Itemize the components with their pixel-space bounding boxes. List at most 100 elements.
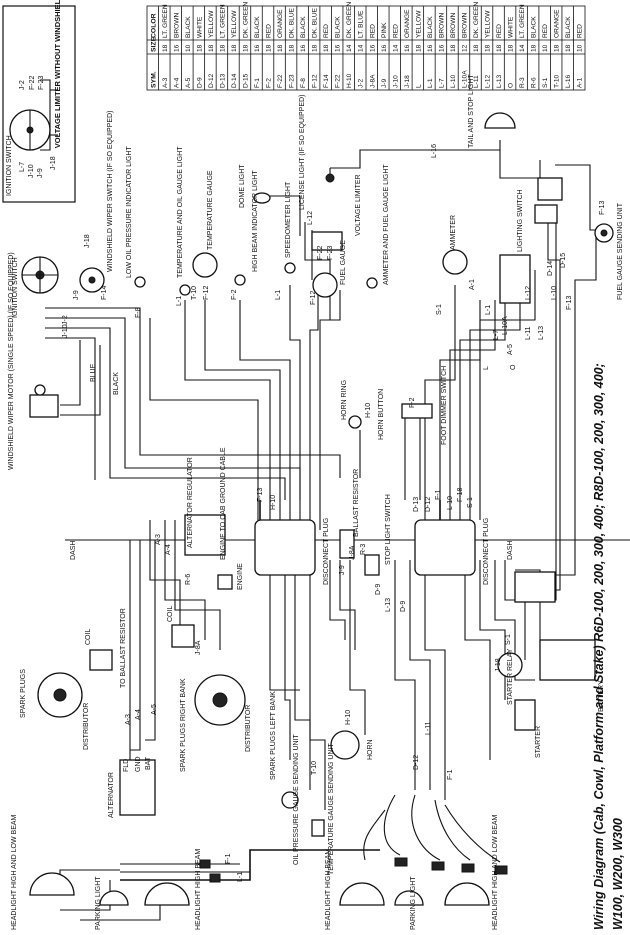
stop-light-switch [364, 554, 380, 576]
table-cell-size: 16 [335, 44, 342, 52]
label-high-beam: HIGH BEAM INDICATOR LIGHT [252, 170, 259, 272]
light-connector [209, 873, 221, 883]
wire-tags: J-2 J-10 J-9 J-18 F-14 F-8 L-1 T-10 F-12… [62, 144, 606, 882]
wire-tag: F-18 [457, 488, 464, 503]
wire-tag: J-2 [62, 315, 69, 325]
table-cell-size: 10 [542, 44, 549, 52]
wire-tag: S-1 [436, 304, 443, 315]
light-connector [431, 861, 445, 871]
wire-tag: L-12 [525, 286, 532, 300]
wire-tag: J-18 [84, 234, 91, 248]
table-cell-color: DK. BLUE [312, 7, 319, 38]
label-horn: HORN [367, 739, 374, 760]
table-header-color: COLOR [150, 13, 157, 38]
label-dash-right: DASH [507, 541, 514, 560]
wiring-paths [45, 140, 630, 921]
ammeter-fuel-light [366, 277, 378, 289]
wire-tag: F-14 [101, 286, 108, 301]
label-alternator: ALTERNATOR [108, 772, 115, 818]
wire-tag: L-10 [551, 286, 558, 300]
table-header-size: SIZE [150, 36, 157, 52]
wire-tag: R-3 [360, 544, 367, 555]
table-cell-color: WHITE [196, 16, 203, 38]
headlight-bottom-high-low [444, 882, 490, 906]
speedometer-light [284, 262, 296, 274]
label-fuel-sender: FUEL GAUGE SENDING UNIT [617, 202, 624, 300]
table-cell-sym: A-3 [162, 77, 169, 88]
wire-tag: L-16 [431, 144, 438, 158]
label-ammeter: AMMETER [450, 215, 457, 250]
table-cell-color: DK. GREEN [346, 1, 353, 38]
lighting-switch [499, 254, 531, 304]
label-blue: BLUE [90, 363, 97, 382]
wire-tag: O [510, 364, 517, 370]
label-disconnect-left: DISCONNECT PLUG [323, 518, 330, 585]
wire-tag: F-13 [599, 201, 606, 216]
fuel-gauge [312, 272, 338, 298]
light-connector [199, 859, 211, 869]
table-header-sym: SYM. [150, 71, 157, 88]
table-cell-sym: L-16 [565, 74, 572, 88]
table-cell-size: 18 [208, 44, 215, 52]
table-cell-color: RED [369, 24, 376, 38]
label-ignition-switch: IGNITION SWITCH [12, 257, 19, 318]
table-cell-sym: F-1 [254, 78, 261, 88]
table-cell-sym: A-5 [185, 77, 192, 88]
table-cell-sym: L-10 [450, 74, 457, 88]
label-headlight-top-high-low: HEADLIGHT HIGH AND LOW BEAM [11, 814, 18, 930]
table-cell-size: 12 [461, 44, 468, 52]
table-cell-size: 18 [219, 44, 226, 52]
table-cell-size: 16 [300, 44, 307, 52]
table-cell-sym: L-7 [438, 78, 445, 88]
label-wiper-switch: WINDSHIELD WIPER SWITCH (IF SO EQUIPPED) [107, 111, 114, 272]
wire-tag: L-1 [485, 305, 492, 315]
table-cell-size: 14 [519, 44, 526, 52]
label-temp-oil-light: TEMPERATURE AND OIL GAUGE LIGHT [177, 146, 184, 278]
wire-tag: J-8A [349, 545, 356, 560]
table-cell-size: 18 [289, 44, 296, 52]
wire-tag: F-12 [310, 291, 317, 306]
table-cell-color: DK. GREEN [473, 1, 480, 38]
table-cell-sym: S-1 [542, 77, 549, 88]
label-fuel-gauge: FUEL GAUGE [340, 240, 347, 285]
light-connector [494, 865, 508, 875]
temp-sender [311, 819, 325, 837]
table-cell-size: 18 [531, 44, 538, 52]
label-spark-top: SPARK PLUGS [20, 669, 27, 718]
label-foot-dimmer: FOOT DIMMER SWITCH [441, 366, 448, 445]
table-cell-color: BLACK [335, 16, 342, 38]
parking-light-bottom [394, 890, 424, 906]
wire-tag: D-12 [425, 497, 432, 512]
label-speedometer: SPEEDOMETER LIGHT [285, 181, 292, 258]
table-cell-color: LT. BLUE [358, 10, 365, 38]
label-voltage-limiter: VOLTAGE LIMITER [355, 174, 362, 236]
inset-pin-j9: J-9 [37, 168, 44, 178]
low-oil-light [134, 276, 146, 288]
inset-pin-f23: F-23 [38, 76, 45, 91]
label-starter-relay: STARTER RELAY [507, 648, 514, 705]
table-cell-sym: T-10 [554, 74, 561, 88]
components [21, 112, 614, 906]
inset-pin-l7: L-7 [19, 162, 26, 172]
parking-light-top [99, 890, 129, 906]
table-cell-color: BLACK [254, 16, 261, 38]
table-cell-sym: F-22 [277, 74, 284, 88]
diagram-title: Wiring Diagram (Cab, Cowl, Platform and … [592, 363, 625, 930]
wire-tag: H-10 [345, 710, 352, 725]
table-cell-size: 18 [196, 44, 203, 52]
alternator-regulator [184, 514, 226, 556]
table-cell-color: YELLOW [231, 10, 238, 38]
label-low-oil: LOW OIL PRESSURE INDICATOR LIGHT [126, 146, 133, 278]
ammeter [442, 249, 468, 275]
wire-tag: A-3 [155, 534, 162, 545]
wire-tag: GND [135, 756, 142, 772]
wire-tag: F-1 [435, 489, 442, 500]
oil-sender [281, 791, 299, 809]
disconnect-plug-left [254, 519, 316, 576]
label-parking-top: PARKING LIGHT [95, 876, 102, 930]
inset-title: VOLTAGE LIMITER WITHOUT WINDSHIELD WIPER [53, 0, 62, 148]
table-cell-size: 18 [508, 44, 515, 52]
table-cell-sym: F-8 [300, 78, 307, 88]
table-cell-sym: J-10 [392, 75, 399, 88]
table-cell-sym: D-9 [196, 77, 203, 88]
